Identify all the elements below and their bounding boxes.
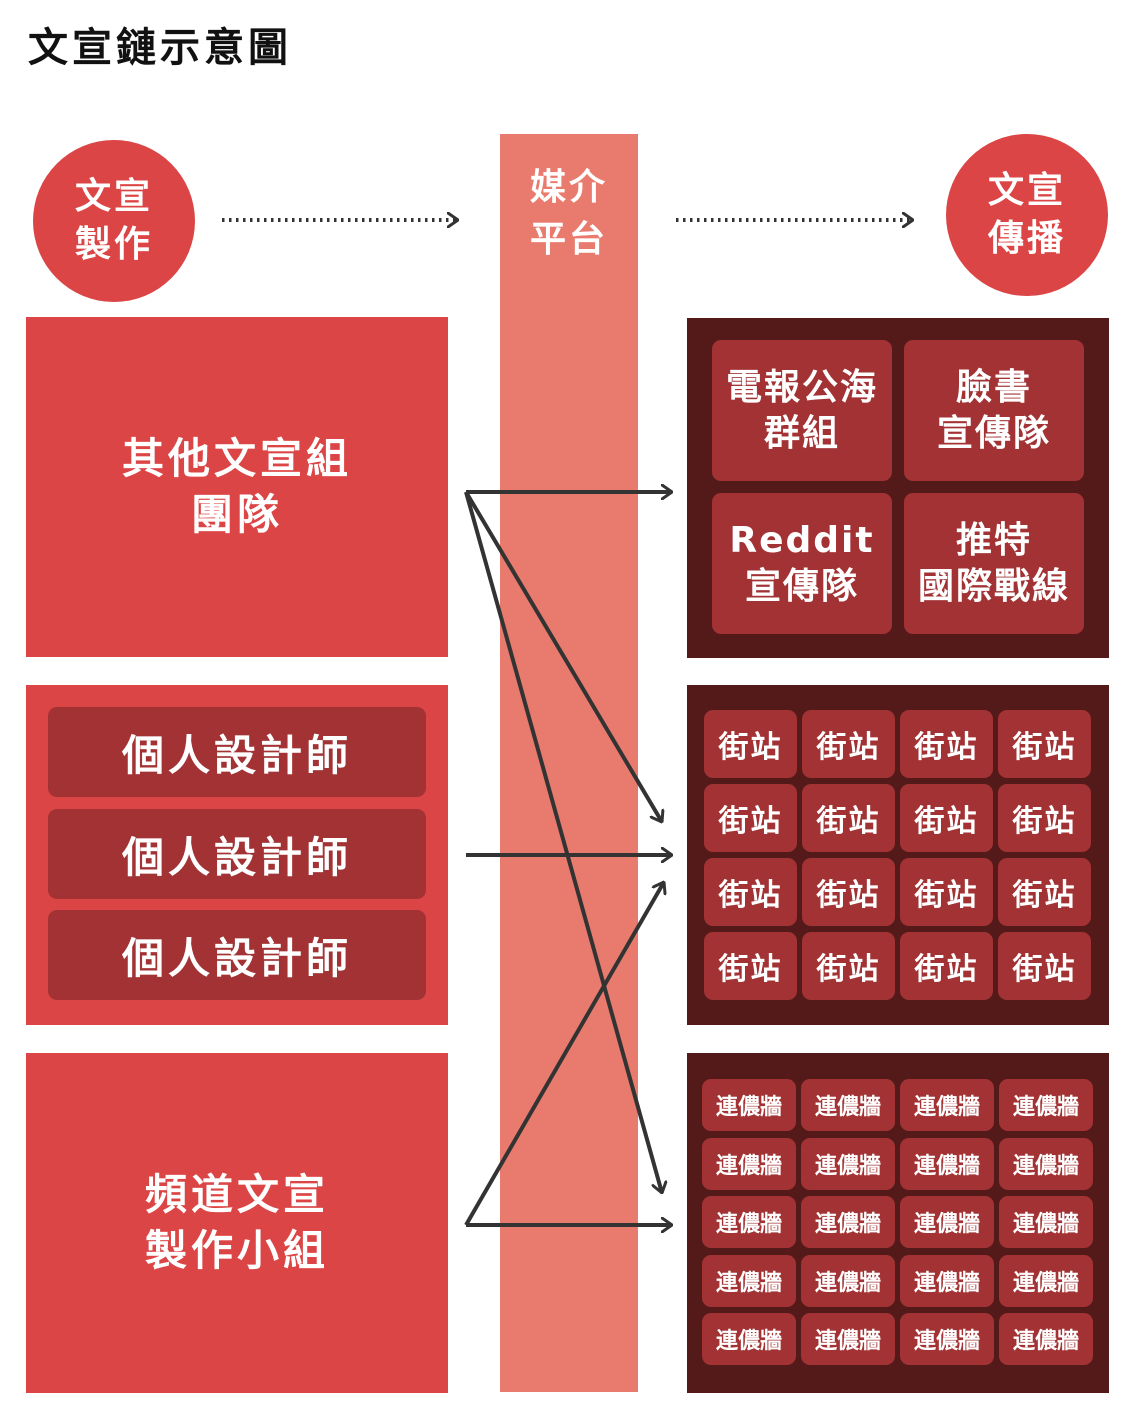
lennon-wall-cell: 連儂牆 xyxy=(702,1079,796,1131)
lennon-wall-cell: 連儂牆 xyxy=(999,1313,1093,1365)
cell-line2: 群組 xyxy=(763,412,840,454)
street-booth-cell: 街站 xyxy=(704,932,797,1000)
production-label-line1: 文宣 xyxy=(74,176,153,217)
lennon-wall-cell: 連儂牆 xyxy=(702,1254,796,1307)
flow-arrow-channel-to-booths xyxy=(464,882,664,1226)
channel-team-line1: 頻道文宣 xyxy=(144,1170,329,1219)
production-circle: 文宣 製作 xyxy=(33,140,195,302)
street-booth-cell: 街站 xyxy=(998,710,1091,778)
cell-line1: 電報公海 xyxy=(725,366,878,408)
street-booth-cell: 街站 xyxy=(704,784,797,852)
media-platform-label: 媒介 平台 xyxy=(500,162,638,266)
lennon-wall-cell: 連儂牆 xyxy=(900,1079,994,1131)
lennon-wall-cell: 連儂牆 xyxy=(999,1079,1093,1131)
lennon-wall-cell: 連儂牆 xyxy=(900,1137,994,1190)
street-booth-cell: 街站 xyxy=(998,932,1091,1000)
lennon-wall-cell: 連儂牆 xyxy=(801,1196,895,1248)
lennon-wall-cell: 連儂牆 xyxy=(999,1137,1093,1190)
lennon-wall-cell: 連儂牆 xyxy=(801,1137,895,1190)
flow-arrow-groups-to-booths xyxy=(464,490,662,822)
cell-line2: 宣傳隊 xyxy=(936,412,1051,454)
lennon-wall-cell: 連儂牆 xyxy=(702,1313,796,1365)
street-booth-cell: 街站 xyxy=(900,784,993,852)
street-booth-cell: 街站 xyxy=(802,784,895,852)
cell-line2: 國際戰線 xyxy=(917,565,1070,607)
page-title: 文宣鏈示意圖 xyxy=(28,24,292,71)
individual-designer-card: 個人設計師 xyxy=(48,809,426,899)
channel-team-line2: 製作小組 xyxy=(144,1226,329,1275)
cell-line1: Reddit xyxy=(729,519,875,561)
street-booth-cell: 街站 xyxy=(900,932,993,1000)
other-propaganda-groups-block: 其他文宣組 團隊 xyxy=(26,317,448,657)
media-label-line1: 媒介 xyxy=(529,167,608,208)
other-groups-line1: 其他文宣組 xyxy=(121,434,352,483)
cell-line1: 臉書 xyxy=(955,366,1032,408)
propagation-label-line2: 傳播 xyxy=(987,218,1066,259)
other-groups-line2: 團隊 xyxy=(190,490,283,539)
street-booth-cell: 街站 xyxy=(802,858,895,926)
lennon-wall-cell: 連儂牆 xyxy=(801,1079,895,1131)
lennon-wall-cell: 連儂牆 xyxy=(702,1137,796,1190)
production-label-line2: 製作 xyxy=(74,224,153,265)
individual-designer-card: 個人設計師 xyxy=(48,910,426,1000)
telegram-group-cell: 電報公海群組 xyxy=(712,340,892,481)
lennon-wall-cell: 連儂牆 xyxy=(999,1196,1093,1248)
cell-line1: 推特 xyxy=(955,519,1032,561)
channel-production-team-block: 頻道文宣 製作小組 xyxy=(26,1053,448,1393)
individual-designer-card: 個人設計師 xyxy=(48,707,426,797)
lennon-wall-cell: 連儂牆 xyxy=(999,1254,1093,1307)
lennon-wall-cell: 連儂牆 xyxy=(801,1313,895,1365)
street-booth-cell: 街站 xyxy=(802,932,895,1000)
lennon-wall-cell: 連儂牆 xyxy=(801,1254,895,1307)
lennon-wall-cell: 連儂牆 xyxy=(900,1196,994,1248)
propagation-label-line1: 文宣 xyxy=(987,170,1066,211)
street-booth-cell: 街站 xyxy=(998,784,1091,852)
street-booth-cell: 街站 xyxy=(802,710,895,778)
street-booth-cell: 街站 xyxy=(704,858,797,926)
lennon-wall-cell: 連儂牆 xyxy=(702,1196,796,1248)
media-label-line2: 平台 xyxy=(529,219,608,260)
twitter-front-cell: 推特國際戰線 xyxy=(904,493,1084,634)
facebook-team-cell: 臉書宣傳隊 xyxy=(904,340,1084,481)
lennon-wall-cell: 連儂牆 xyxy=(900,1254,994,1307)
propagation-circle: 文宣 傳播 xyxy=(946,134,1108,296)
cell-line2: 宣傳隊 xyxy=(744,565,859,607)
media-platform-band xyxy=(500,134,638,1392)
lennon-wall-cell: 連儂牆 xyxy=(900,1313,994,1365)
street-booth-cell: 街站 xyxy=(704,710,797,778)
street-booth-cell: 街站 xyxy=(998,858,1091,926)
street-booth-cell: 街站 xyxy=(900,858,993,926)
street-booth-cell: 街站 xyxy=(900,710,993,778)
flow-arrow-groups-to-walls xyxy=(464,491,662,1193)
